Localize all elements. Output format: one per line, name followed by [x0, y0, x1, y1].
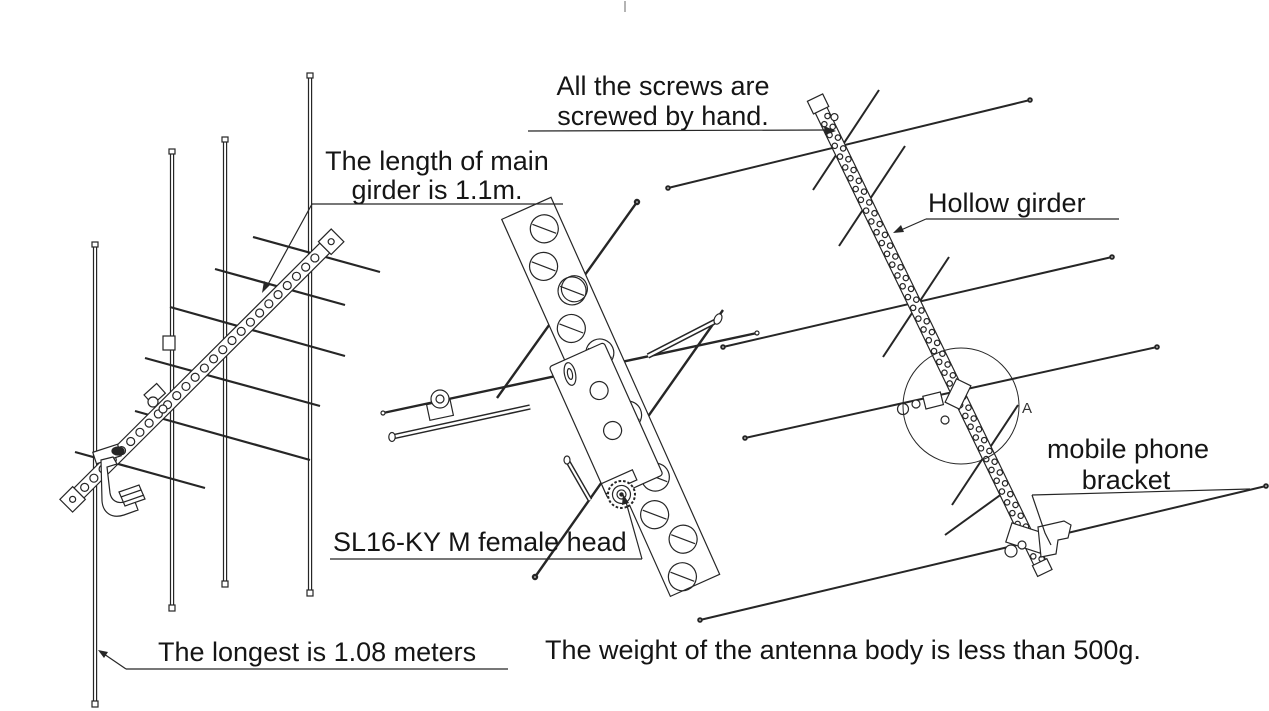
screw-piece — [563, 455, 593, 502]
longest-leader — [103, 653, 127, 670]
screws-note-arrow — [824, 126, 836, 135]
hook-bracket — [92, 443, 146, 517]
girder-holes — [821, 112, 1045, 571]
female-head-leader — [625, 501, 643, 560]
annotations: All the screws are screwed by hand. The … — [98, 71, 1251, 670]
screws-note-line1: All the screws are — [556, 71, 769, 101]
hollow-girder-label: Hollow girder — [928, 188, 1086, 218]
female-head-arrow — [622, 494, 629, 505]
hollow-girder-band — [500, 196, 721, 598]
screws-note-line2: screwed by hand. — [557, 101, 769, 131]
feed-assembly — [143, 335, 176, 414]
weight-label: The weight of the antenna body is less t… — [545, 635, 1141, 665]
left-antenna-figure — [59, 72, 381, 708]
mobile-phone-bracket — [1004, 520, 1072, 558]
bracket-leader — [1031, 494, 1052, 546]
vertical-rod — [221, 136, 229, 588]
feed-housing-box — [549, 342, 663, 499]
screws-note-underline — [527, 129, 827, 132]
hollow-girder — [806, 93, 1053, 578]
screw-detail-parts — [896, 378, 972, 425]
coax-tube — [388, 313, 723, 443]
girder-length-arrow — [262, 281, 270, 293]
girder-holes — [80, 253, 320, 492]
vertical-rod — [168, 148, 176, 612]
girder-length-line2: girder is 1.1m. — [351, 175, 522, 205]
right-antenna-figure — [665, 89, 1269, 623]
bearing-flange — [563, 362, 577, 386]
element-rods — [665, 97, 1269, 623]
cable-clamp — [425, 389, 455, 422]
center-feedpoint-figure — [380, 196, 760, 598]
main-girder — [59, 228, 345, 513]
longest-arrow — [98, 650, 108, 658]
girder-length-line1: The length of main — [325, 146, 549, 176]
female-head-label: SL16-KY M female head — [333, 527, 627, 557]
bracket-underline — [1031, 488, 1251, 496]
bracket-label-line2: bracket — [1082, 465, 1171, 495]
detail-marker-label: A — [1022, 400, 1032, 417]
hollow-girder-leader — [900, 218, 927, 231]
bracket-label-line1: mobile phone — [1047, 434, 1209, 464]
hollow-girder-arrow — [893, 225, 904, 233]
vertical-rod — [306, 72, 314, 597]
longest-label: The longest is 1.08 meters — [158, 637, 476, 667]
girder-length-leader — [265, 203, 313, 289]
detail-circle-a — [902, 347, 1020, 465]
